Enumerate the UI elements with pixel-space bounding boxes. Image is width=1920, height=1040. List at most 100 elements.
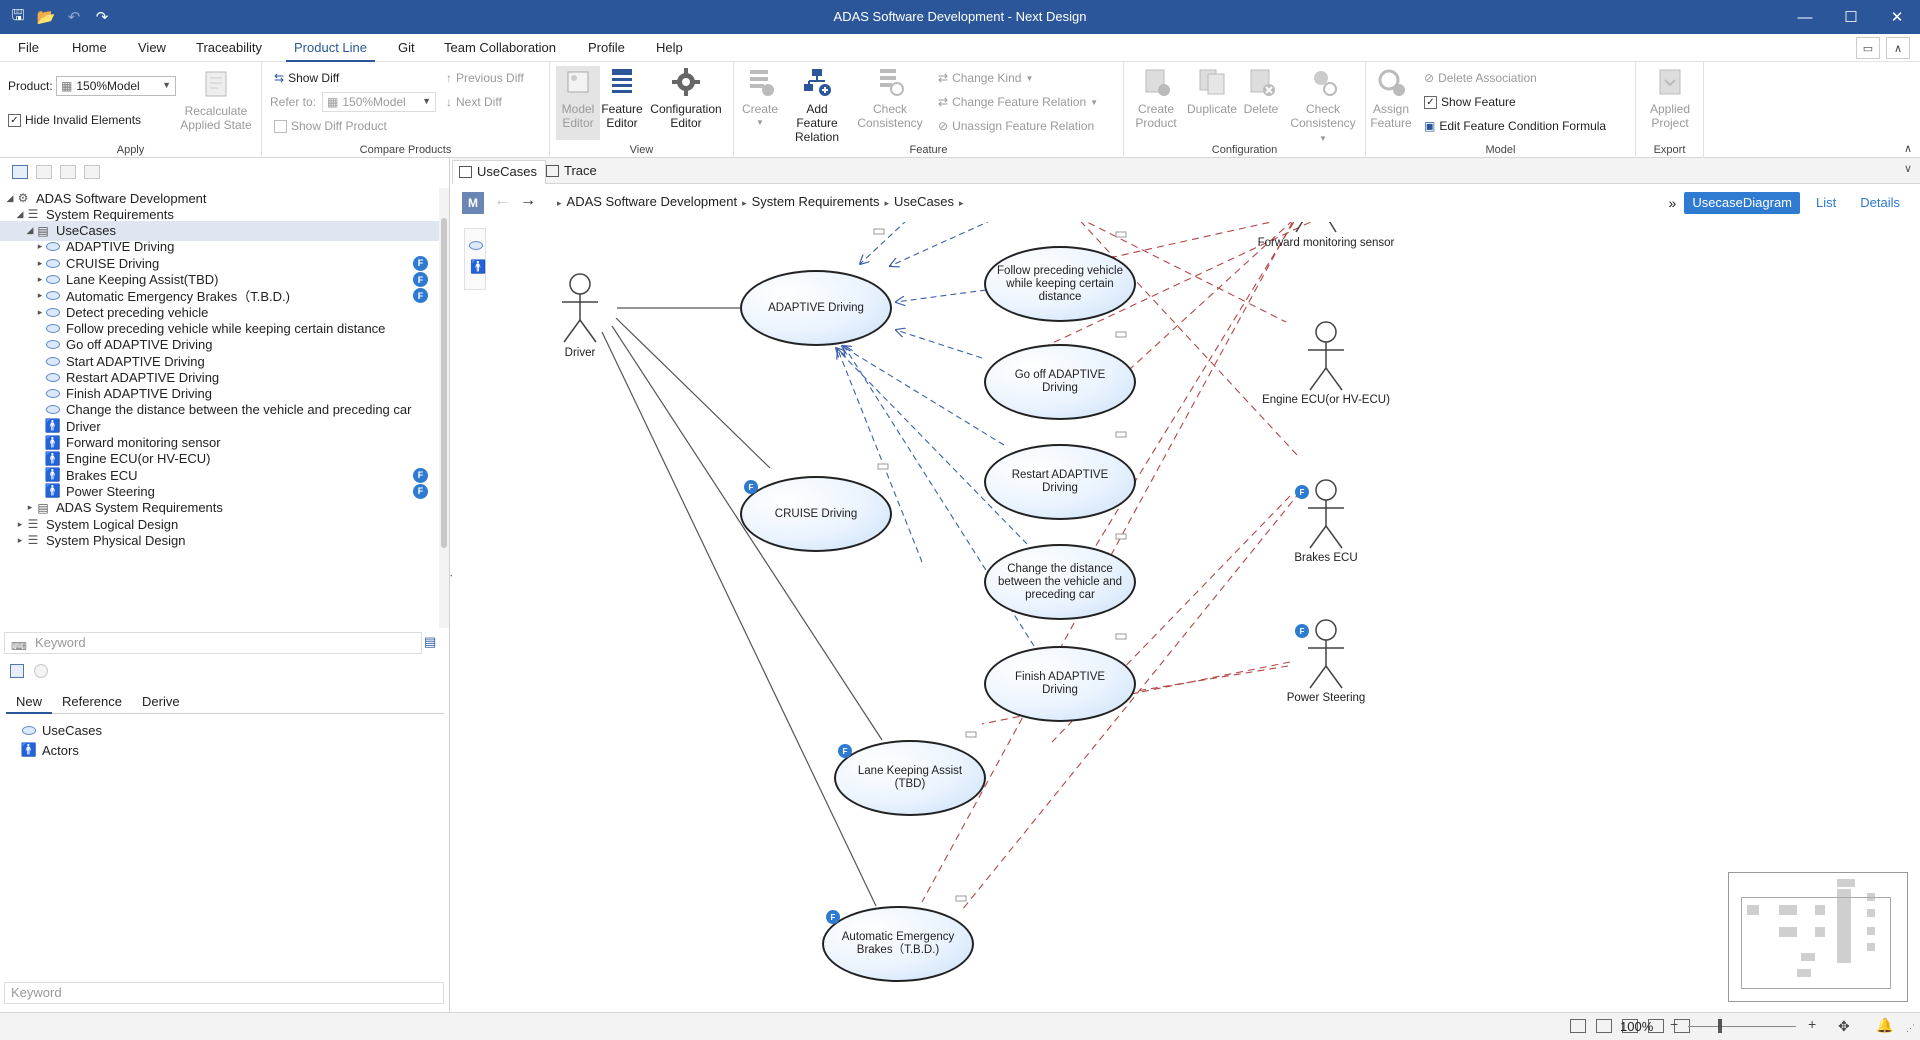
- tree-item[interactable]: Change the distance between the vehicle …: [0, 400, 440, 420]
- undo-icon[interactable]: ↶: [67, 9, 81, 26]
- feature-filter-icon[interactable]: [34, 664, 48, 678]
- layout-horizontal-icon[interactable]: [1596, 1019, 1612, 1033]
- include-line[interactable]: [860, 222, 907, 264]
- expand-closed-icon[interactable]: ▸: [17, 518, 23, 529]
- note-marker[interactable]: [1115, 431, 1127, 438]
- feature-badge[interactable]: F: [413, 255, 428, 271]
- diagram-canvas[interactable]: 🚹 Driver Forward monitoring sensor Engin…: [452, 222, 1908, 1012]
- usecase-restart-adaptive[interactable]: Restart ADAPTIVE Driving: [984, 444, 1136, 520]
- check-consistency-config-button[interactable]: Check Consistency ▼: [1286, 66, 1360, 146]
- include-line[interactable]: [838, 350, 923, 563]
- save-icon[interactable]: 🖫: [11, 6, 25, 24]
- fit-to-window-icon[interactable]: ✥: [1838, 1018, 1850, 1034]
- usecase-change-distance[interactable]: Change the distance between the vehicle …: [984, 544, 1136, 620]
- menu-file[interactable]: File: [18, 40, 39, 55]
- lower-keyword-input[interactable]: Keyword: [4, 982, 444, 1004]
- feature-badge-cruise[interactable]: F: [744, 480, 758, 494]
- tree-item[interactable]: ▸Detect preceding vehicle: [0, 302, 440, 322]
- comment-icon[interactable]: ▭: [1856, 37, 1880, 59]
- resize-grip-icon[interactable]: ⋰: [1906, 1023, 1915, 1033]
- filter-options-icon[interactable]: ▤: [424, 634, 437, 649]
- duplicate-button[interactable]: Duplicate: [1184, 66, 1240, 116]
- expand-closed-icon[interactable]: ▸: [37, 257, 43, 268]
- include-line[interactable]: [844, 346, 1035, 647]
- note-marker[interactable]: [965, 731, 977, 738]
- trace-line[interactable]: [981, 661, 1291, 725]
- menu-profile[interactable]: Profile: [588, 40, 625, 55]
- expand-closed-icon[interactable]: ▸: [37, 241, 43, 252]
- actor-driver-figure[interactable]: [562, 273, 598, 343]
- tree-item[interactable]: ▸☰System Logical Design: [0, 514, 440, 534]
- tree-item[interactable]: Go off ADAPTIVE Driving: [0, 335, 440, 355]
- actor-power-steering-figure[interactable]: [1308, 619, 1344, 689]
- actor-tool-icon[interactable]: 🚹: [470, 259, 487, 274]
- hide-invalid-checkbox[interactable]: ✓ Hide Invalid Elements: [8, 110, 141, 130]
- refer-to-combo[interactable]: ▦ 150%Model ▼: [322, 92, 436, 112]
- change-feature-relation-button[interactable]: ⇄ Change Feature Relation ▼: [938, 92, 1098, 112]
- edit-formula-button[interactable]: ▣ Edit Feature Condition Formula: [1424, 116, 1606, 136]
- layout-vertical-icon[interactable]: [1622, 1019, 1638, 1033]
- next-diff-button[interactable]: ↓ Next Diff: [446, 92, 502, 112]
- expand-closed-icon[interactable]: ▸: [17, 534, 23, 545]
- new-item-usecases[interactable]: UseCases: [22, 720, 102, 740]
- include-line[interactable]: [896, 289, 987, 302]
- note-marker[interactable]: [1115, 231, 1127, 238]
- breadcrumb-item[interactable]: System Requirements: [751, 194, 880, 209]
- include-line[interactable]: [890, 222, 992, 266]
- assign-feature-button[interactable]: Assign Feature: [1370, 66, 1412, 130]
- expand-closed-icon[interactable]: ▸: [37, 274, 43, 284]
- previous-diff-button[interactable]: ↑ Previous Diff: [446, 68, 524, 88]
- maximize-button[interactable]: ☐: [1844, 9, 1858, 26]
- expand-closed-icon[interactable]: ▸: [37, 306, 43, 317]
- feature-editor-button[interactable]: Feature Editor: [600, 66, 644, 130]
- expand-open-icon[interactable]: ◢: [16, 208, 24, 219]
- add-feature-relation-button[interactable]: Add Feature Relation: [784, 66, 850, 144]
- show-diff-product-checkbox[interactable]: Show Diff Product: [274, 116, 387, 136]
- expand-open-icon[interactable]: ◢: [26, 225, 34, 236]
- menu-git[interactable]: Git: [398, 40, 415, 55]
- breadcrumb-item[interactable]: ADAS Software Development: [566, 194, 738, 209]
- zoom-slider[interactable]: [1688, 1026, 1796, 1027]
- expand-open-icon[interactable]: ◢: [6, 192, 14, 203]
- zoom-slider-thumb[interactable]: [1718, 1019, 1722, 1033]
- layout-split-icon[interactable]: [1570, 1019, 1586, 1033]
- notification-bell-icon[interactable]: 🔔: [1876, 1017, 1894, 1033]
- trace-line[interactable]: [1067, 222, 1287, 323]
- create-product-button[interactable]: Create Product: [1128, 66, 1184, 130]
- feature-badge[interactable]: F: [413, 483, 428, 499]
- add-model-icon[interactable]: [60, 165, 76, 179]
- expand-closed-icon[interactable]: ▸: [37, 290, 43, 301]
- tree-item[interactable]: ▸Lane Keeping Assist(TBD)F: [0, 270, 440, 290]
- feature-badge[interactable]: F: [413, 288, 428, 304]
- tree-keyword-input[interactable]: ⌨ Keyword: [4, 632, 422, 654]
- minimap-visible-area[interactable]: [1741, 897, 1891, 989]
- scrollbar-thumb[interactable]: [441, 218, 447, 548]
- note-marker[interactable]: [1115, 331, 1127, 338]
- collapse-up-icon[interactable]: ∧: [1886, 37, 1910, 59]
- view-list[interactable]: List: [1816, 195, 1837, 210]
- zoom-out-icon[interactable]: −: [1670, 1016, 1679, 1032]
- tab-reference[interactable]: Reference: [62, 694, 122, 709]
- more-views-icon[interactable]: »: [1668, 195, 1677, 211]
- unassign-feature-relation-button[interactable]: ⊘ Unassign Feature Relation: [938, 116, 1094, 136]
- applied-project-button[interactable]: Applied Project: [1642, 66, 1698, 130]
- include-line[interactable]: [836, 348, 1028, 545]
- tree-item[interactable]: 🚹Engine ECU(or HV-ECU): [0, 449, 440, 469]
- delete-association-button[interactable]: ⊘ Delete Association: [1424, 68, 1537, 88]
- menu-view[interactable]: View: [138, 40, 166, 55]
- usecase-lane-keeping[interactable]: Lane Keeping Assist (TBD): [834, 740, 986, 816]
- note-marker[interactable]: [1115, 633, 1127, 640]
- view-details[interactable]: Details: [1860, 195, 1900, 210]
- tree-scrollbar[interactable]: [439, 188, 449, 628]
- feature-badge[interactable]: F: [413, 467, 428, 483]
- list-view-icon[interactable]: [10, 664, 24, 678]
- back-arrow-icon[interactable]: ←: [494, 192, 510, 209]
- trace-line[interactable]: [961, 491, 1301, 911]
- forward-arrow-icon[interactable]: →: [520, 192, 536, 209]
- tree-item[interactable]: 🚹Driver: [0, 416, 440, 436]
- menu-product-line[interactable]: Product Line: [286, 34, 375, 62]
- trace-line[interactable]: [1091, 222, 1300, 553]
- actor-brakes-ecu-figure[interactable]: [1308, 479, 1344, 549]
